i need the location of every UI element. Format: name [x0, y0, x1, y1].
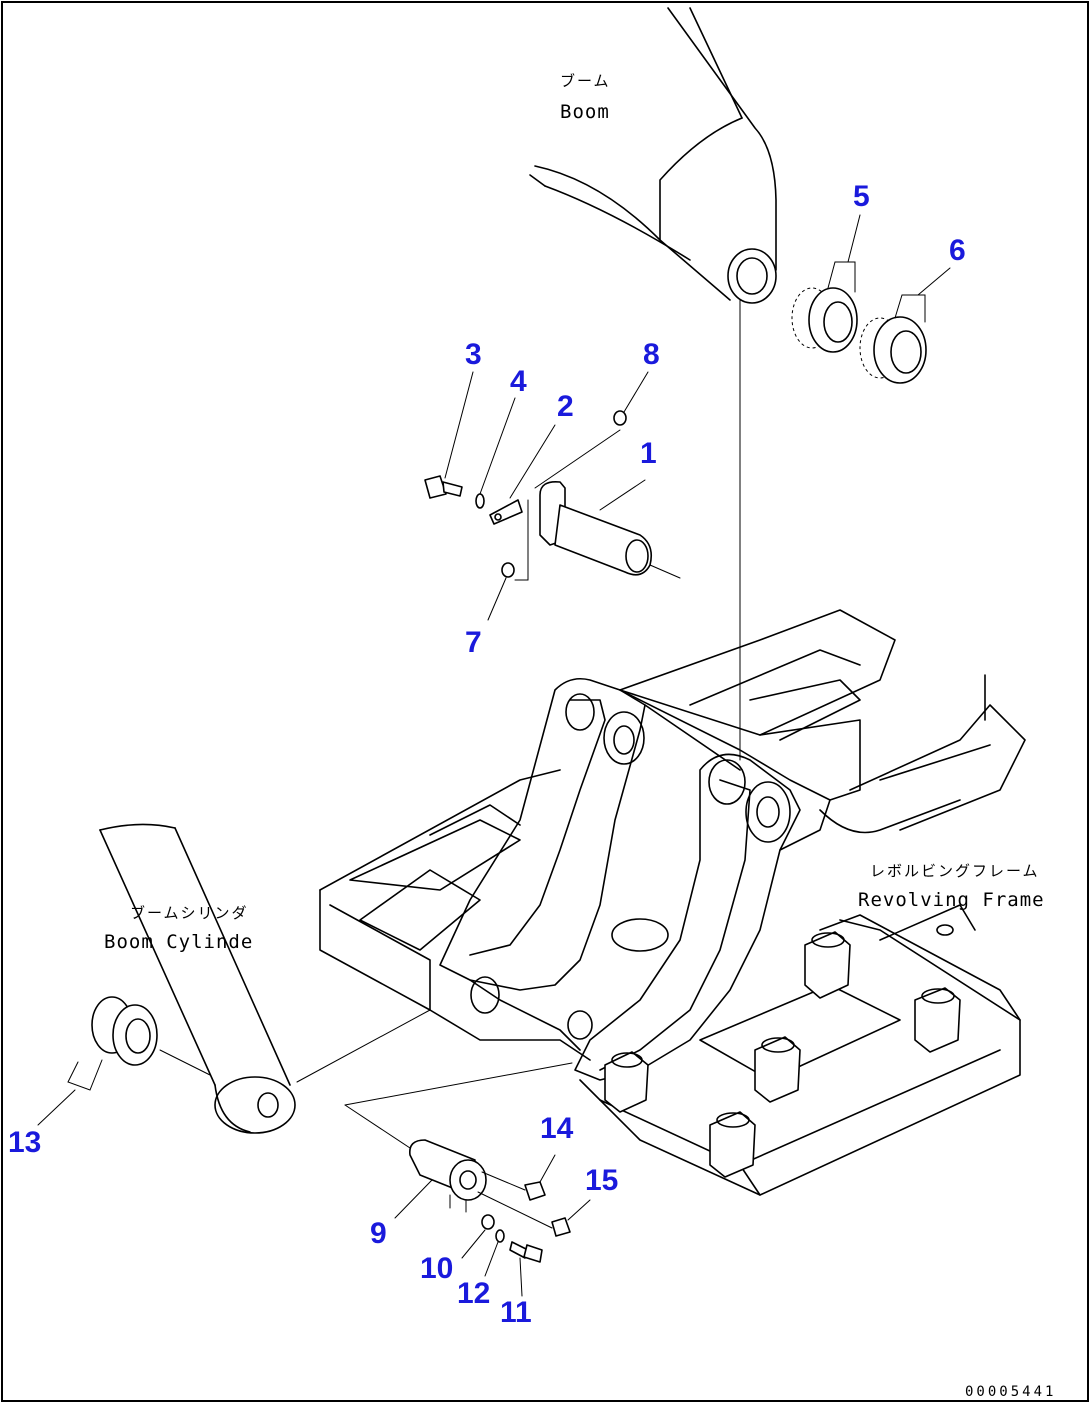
callout-4[interactable]: 4 — [510, 365, 527, 398]
callout-1[interactable]: 1 — [640, 437, 657, 470]
boom-label-en: Boom — [560, 101, 610, 123]
callout-14[interactable]: 14 — [540, 1112, 574, 1145]
plug-10-drawing — [461, 1214, 495, 1259]
boom-cylinder-label-jp: ブームシリンダ — [130, 904, 249, 922]
plate-2-drawing — [489, 424, 556, 525]
callout-15[interactable]: 15 — [585, 1164, 618, 1197]
callout-7[interactable]: 7 — [465, 626, 482, 659]
boom-cylinder-drawing — [99, 823, 431, 1134]
washer-12-drawing — [484, 1229, 505, 1277]
callout-6[interactable]: 6 — [949, 234, 966, 267]
bolt-3-drawing — [424, 371, 474, 499]
callout-10[interactable]: 10 — [420, 1252, 453, 1285]
bushing-5-drawing — [791, 214, 861, 353]
callout-11[interactable]: 11 — [500, 1296, 532, 1329]
bolt-15-drawing — [477, 1191, 591, 1237]
revolving-frame-drawing — [319, 609, 1026, 1196]
drawing-code: 00005441 — [965, 1384, 1056, 1400]
bolt-14-drawing — [481, 1154, 556, 1201]
callout-3[interactable]: 3 — [465, 338, 482, 371]
callout-12[interactable]: 12 — [457, 1277, 490, 1310]
plug-7-drawing — [487, 562, 515, 621]
bolt-11-drawing — [509, 1241, 543, 1297]
boom-label-jp: ブーム — [560, 72, 611, 90]
pin-1-drawing — [514, 429, 681, 581]
washer-4-drawing — [475, 397, 516, 509]
callout-5[interactable]: 5 — [853, 180, 870, 213]
pin-9-drawing — [344, 1062, 573, 1219]
callout-8[interactable]: 8 — [643, 338, 660, 371]
callout-9[interactable]: 9 — [370, 1217, 387, 1250]
bushing-13-drawing — [37, 996, 158, 1126]
revolving-frame-label-en: Revolving Frame — [858, 889, 1045, 911]
boom-cylinder-label-en: Boom Cylinde — [104, 931, 253, 953]
callout-13[interactable]: 13 — [8, 1126, 41, 1159]
plug-8-drawing — [613, 371, 649, 426]
revolving-frame-label-jp: レボルビングフレーム — [870, 862, 1040, 880]
callout-2[interactable]: 2 — [557, 390, 574, 423]
bushing-6-drawing — [859, 267, 951, 384]
